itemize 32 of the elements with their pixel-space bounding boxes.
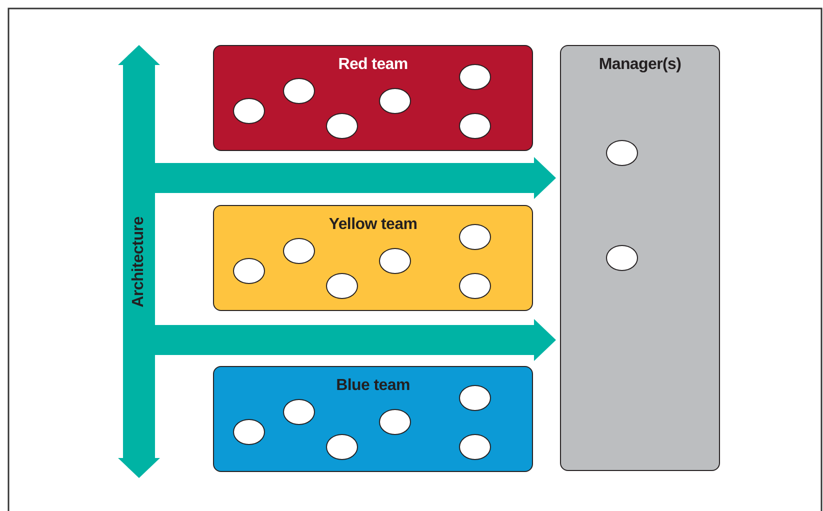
member-circle bbox=[459, 273, 491, 299]
member-circle bbox=[379, 409, 411, 435]
team-box bbox=[213, 205, 533, 311]
member-circle bbox=[459, 113, 491, 139]
member-circle bbox=[326, 273, 358, 299]
box-title: Yellow team bbox=[328, 216, 418, 234]
box-title: Blue team bbox=[335, 377, 411, 395]
member-circle bbox=[379, 88, 411, 114]
member-circle bbox=[459, 64, 491, 90]
member-circle bbox=[606, 245, 638, 271]
team-box bbox=[213, 366, 533, 472]
box-title: Manager(s) bbox=[598, 56, 682, 74]
box-title: Red team bbox=[337, 56, 409, 74]
member-circle bbox=[379, 248, 411, 274]
arrow bbox=[155, 157, 556, 199]
member-circle bbox=[233, 98, 265, 124]
member-circle bbox=[283, 78, 315, 104]
member-circle bbox=[326, 113, 358, 139]
band-label: Architecture bbox=[130, 216, 148, 307]
arrow bbox=[155, 319, 556, 361]
team-box bbox=[213, 45, 533, 151]
member-circle bbox=[233, 419, 265, 445]
manager-panel bbox=[560, 45, 720, 471]
member-circle bbox=[459, 385, 491, 411]
member-circle bbox=[606, 140, 638, 166]
member-circle bbox=[459, 224, 491, 250]
double-arrow-band bbox=[118, 45, 160, 478]
member-circle bbox=[233, 258, 265, 284]
member-circle bbox=[283, 399, 315, 425]
member-circle bbox=[283, 238, 315, 264]
member-circle bbox=[459, 434, 491, 460]
member-circle bbox=[326, 434, 358, 460]
